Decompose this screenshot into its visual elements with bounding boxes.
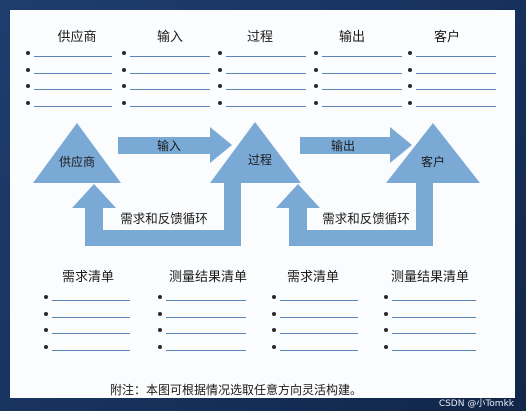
list-item (158, 340, 246, 357)
measurements-list-1 (158, 290, 246, 356)
header-process: 过程 (246, 30, 274, 45)
list-item (26, 96, 112, 113)
list-item (272, 290, 358, 307)
process-flow-diagram: 供应商 过程 客户 输入 输出 需求和反馈循环 需求和反馈循环 (33, 122, 480, 246)
header-supplier: 供应商 (57, 30, 97, 45)
customer-list (408, 46, 496, 112)
list-item (384, 290, 476, 307)
list-item (44, 307, 130, 324)
customer-triangle (386, 123, 480, 183)
header-output: 输出 (338, 30, 366, 45)
feedback-right-label: 需求和反馈循环 (322, 211, 410, 226)
list-item (26, 46, 112, 63)
customer-node-label: 客户 (421, 154, 445, 169)
list-item (408, 63, 496, 80)
feedback-loop-left (72, 183, 241, 246)
header-input: 输入 (156, 30, 184, 45)
supplier-list (26, 46, 112, 112)
list-item (314, 63, 402, 80)
list-item (272, 307, 358, 324)
list-item (314, 96, 402, 113)
output-list (314, 46, 402, 112)
header-requirements-1: 需求清单 (61, 270, 115, 285)
list-item (26, 63, 112, 80)
header-measurements-1: 测量结果清单 (168, 270, 248, 285)
watermark: CSDN @小Tomkk (438, 399, 514, 409)
supplier-node-label: 供应商 (59, 154, 95, 169)
list-item (218, 79, 306, 96)
list-item (158, 290, 246, 307)
list-item (384, 340, 476, 357)
header-measurements-2: 测量结果清单 (390, 270, 470, 285)
list-item (122, 63, 210, 80)
list-item (44, 323, 130, 340)
list-item (122, 79, 210, 96)
list-item (218, 96, 306, 113)
input-arrow-label: 输入 (157, 138, 181, 153)
output-arrow (300, 127, 412, 163)
list-item (122, 96, 210, 113)
process-node-label: 过程 (248, 152, 272, 167)
diagram-card: 供应商 输入 过程 输出 客户 (10, 10, 515, 398)
feedback-left-label: 需求和反馈循环 (120, 211, 208, 226)
list-item (218, 63, 306, 80)
list-item (408, 79, 496, 96)
list-item (26, 79, 112, 96)
list-item (314, 46, 402, 63)
process-triangle (210, 122, 301, 183)
list-item (122, 46, 210, 63)
supplier-triangle (33, 123, 121, 183)
list-item (384, 307, 476, 324)
feedback-loop-right (276, 183, 433, 246)
footnote: 附注：本图可根据情况选取任意方向灵活构建。 (110, 383, 363, 397)
requirements-list-2 (272, 290, 358, 356)
list-item (314, 79, 402, 96)
list-item (408, 96, 496, 113)
output-arrow-label: 输出 (331, 138, 355, 153)
requirements-list-1 (44, 290, 130, 356)
list-item (408, 46, 496, 63)
input-list (122, 46, 210, 112)
header-customer: 客户 (433, 30, 461, 45)
list-item (384, 323, 476, 340)
process-list (218, 46, 306, 112)
header-requirements-2: 需求清单 (286, 270, 340, 285)
input-arrow (118, 127, 232, 163)
list-item (218, 46, 306, 63)
list-item (272, 323, 358, 340)
list-item (272, 340, 358, 357)
measurements-list-2 (384, 290, 476, 356)
list-item (158, 323, 246, 340)
list-item (158, 307, 246, 324)
list-item (44, 290, 130, 307)
list-item (44, 340, 130, 357)
